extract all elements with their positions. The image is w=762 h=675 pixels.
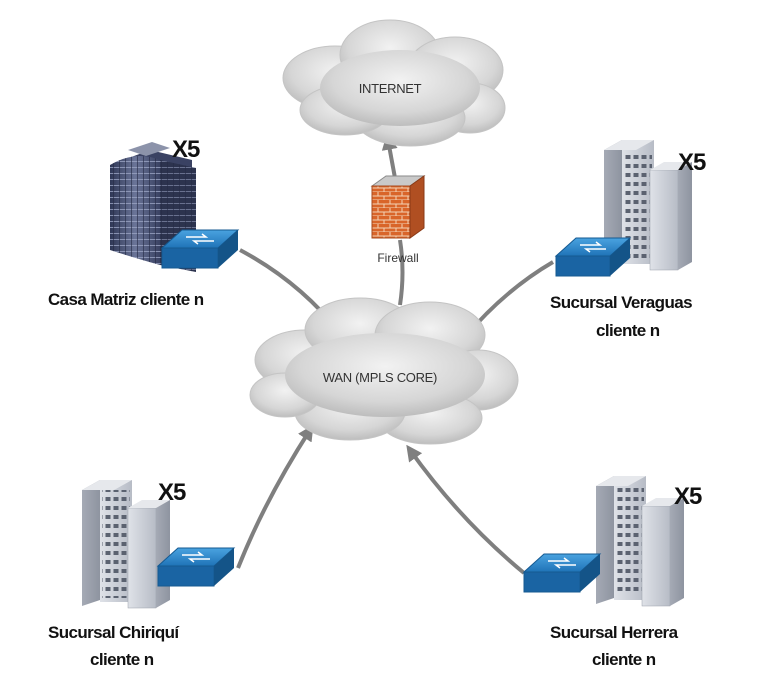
wan-label: WAN (MPLS CORE) [323, 370, 437, 385]
cloud-icon [282, 19, 506, 147]
switch-icon [156, 547, 236, 587]
connector-firewall-internet [381, 133, 398, 179]
chiriqui-label-line1: Sucursal Chiriquí [48, 623, 180, 642]
internet-label: INTERNET [359, 81, 422, 96]
veraguas-label-line2: cliente n [596, 321, 660, 340]
branch-building-icon [596, 476, 684, 607]
chiriqui-multiplier: X5 [158, 479, 186, 506]
site-veraguas: X5 Sucursal Veraguas cliente n [550, 140, 707, 340]
switch-icon [554, 237, 632, 277]
connector-chiriqui-wan [236, 424, 314, 569]
casa-matriz-label: Casa Matriz cliente n [48, 290, 204, 309]
firewall-icon [370, 175, 426, 239]
wan-cloud: WAN (MPLS CORE) [249, 297, 519, 445]
cloud-icon [249, 297, 519, 445]
branch-building-icon [82, 480, 170, 609]
firewall: Firewall [370, 175, 426, 265]
firewall-label: Firewall [377, 251, 418, 265]
internet-cloud: INTERNET [282, 19, 506, 147]
chiriqui-label-line2: cliente n [90, 650, 154, 669]
herrera-label-line2: cliente n [592, 650, 656, 669]
veraguas-label-line1: Sucursal Veraguas [550, 293, 692, 312]
herrera-multiplier: X5 [674, 483, 702, 510]
site-casa-matriz: X5 Casa Matriz cliente n [48, 136, 240, 309]
switch-icon [160, 229, 240, 269]
casa-matriz-multiplier: X5 [172, 136, 200, 163]
site-herrera: X5 Sucursal Herrera cliente n [522, 476, 703, 669]
connector-wan-firewall [398, 239, 405, 306]
switch-icon [522, 553, 602, 593]
site-chiriqui: X5 Sucursal Chiriquí cliente n [48, 479, 236, 669]
veraguas-multiplier: X5 [678, 149, 706, 176]
herrera-label-line1: Sucursal Herrera [550, 623, 679, 642]
connector-herrera-wan [406, 444, 526, 575]
